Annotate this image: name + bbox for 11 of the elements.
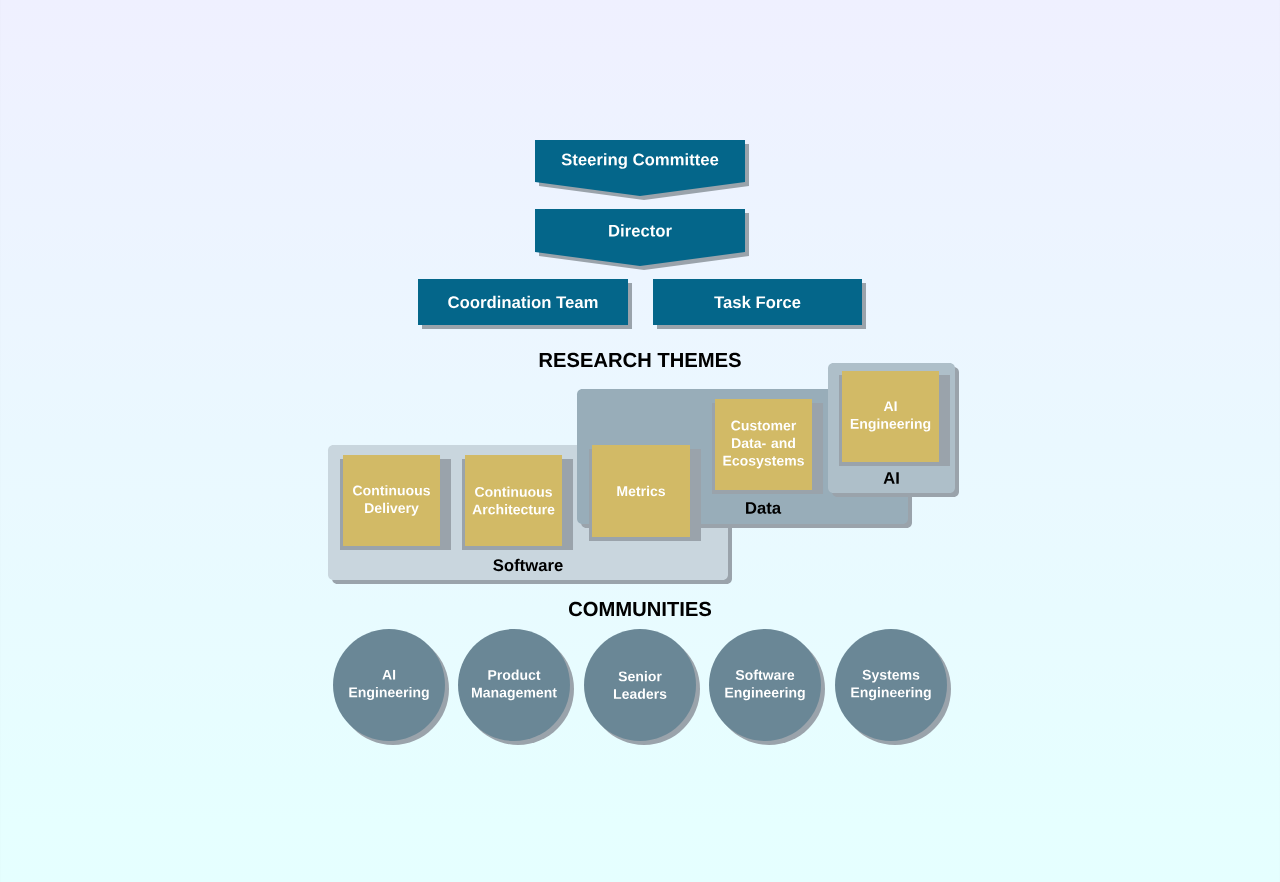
theme-tile: Continuous Architecture <box>462 455 573 550</box>
section-heading: COMMUNITIES <box>569 601 712 617</box>
theme-tile: Metrics <box>589 445 701 541</box>
section-heading: RESEARCH THEMES <box>539 352 741 368</box>
chevron-box: Steering Committee <box>535 140 749 200</box>
chevron-box: Director <box>535 209 749 270</box>
theme-tile: Customer Data- and Ecosystems <box>712 399 823 494</box>
team-box: Coordination Team <box>418 279 632 329</box>
team-box: Task Force <box>653 279 866 329</box>
theme-tile: Continuous Delivery <box>340 455 451 550</box>
theme-tile: AI Engineering <box>839 371 950 466</box>
